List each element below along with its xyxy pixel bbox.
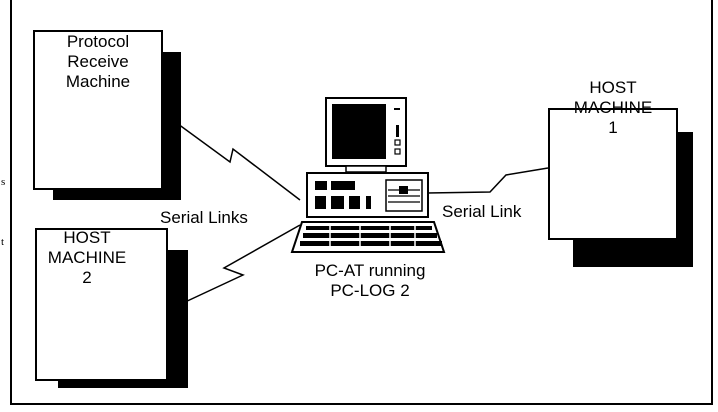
protocol-receive-machine: Protocol Receive Machine (33, 30, 163, 190)
host-machine-1-line-2: MACHINE (573, 98, 653, 117)
protocol-receive-line-2: Receive (67, 52, 129, 71)
left-edge-fragment-2: t (1, 236, 5, 248)
protocol-receive-label: Protocol Receive Machine (35, 32, 161, 92)
host-machine-2-label: HOST MACHINE 2 (37, 228, 137, 288)
host-machine-2-line-1: HOST (63, 228, 111, 247)
pc-at-line-1: PC-AT running (314, 261, 426, 280)
host-machine-1-line-3: 1 (608, 118, 618, 137)
host-machine-1: HOST MACHINE 1 (548, 78, 678, 240)
host-machine-1-line-1: HOST (589, 78, 637, 97)
serial-link-protocol (162, 112, 301, 201)
protocol-receive-line-1: Protocol (66, 32, 130, 51)
pc-at-label: PC-AT running PC-LOG 2 (290, 261, 450, 301)
serial-link-label: Serial Link (442, 202, 522, 221)
host-machine-1-label: HOST MACHINE 1 (550, 78, 676, 138)
serial-link-host-1 (426, 167, 549, 194)
host-machine-2-line-3: 2 (82, 268, 92, 287)
pc-at-computer-icon (290, 97, 446, 253)
pc-at-line-2: PC-LOG 2 (330, 281, 410, 300)
left-edge-fragment-1: s (1, 176, 6, 188)
serial-links-label: Serial Links (160, 208, 248, 227)
protocol-receive-line-3: Machine (65, 72, 131, 91)
host-machine-2: HOST MACHINE 2 (35, 228, 168, 381)
serial-link-host-2 (167, 224, 301, 311)
host-machine-2-line-2: MACHINE (47, 248, 127, 267)
